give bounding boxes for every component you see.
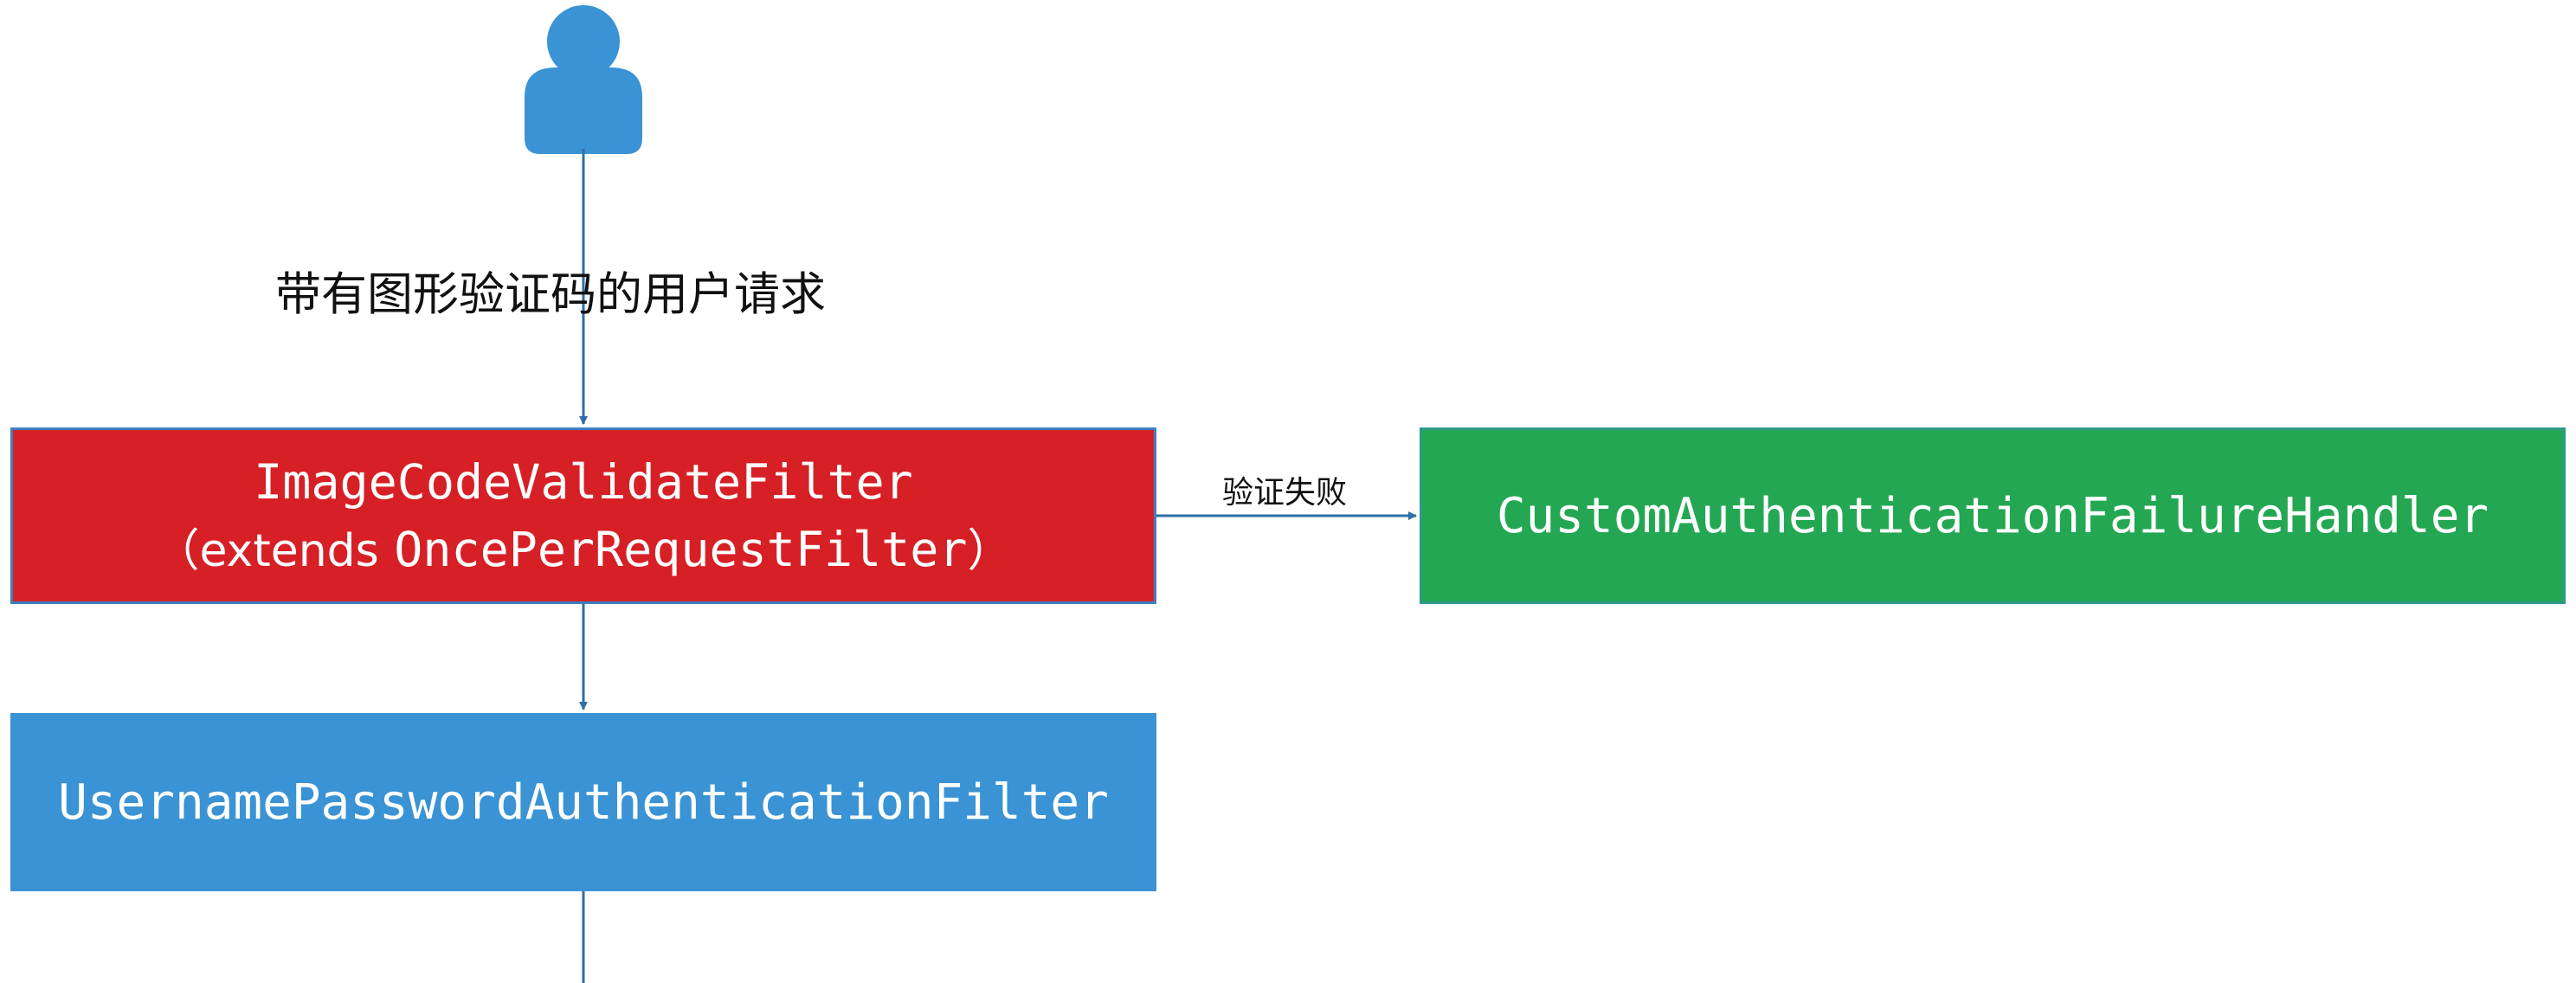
upaf-name: UsernamePasswordAuthenticationFilter bbox=[58, 774, 1109, 831]
user-icon bbox=[525, 5, 642, 154]
upaf-box bbox=[10, 713, 1156, 891]
parent-class-name: OncePerRequestFilter bbox=[394, 521, 968, 577]
filter-name: ImageCodeValidateFilter bbox=[254, 453, 913, 510]
extends-keyword: extends bbox=[199, 524, 379, 577]
request-label: 带有图形验证码的用户请求 bbox=[275, 268, 826, 321]
username-password-authentication-filter-node: UsernamePasswordAuthenticationFilter bbox=[10, 713, 1156, 891]
custom-authentication-failure-handler-node: CustomAuthenticationFailureHandler bbox=[1420, 427, 2566, 604]
image-code-filter-box bbox=[10, 427, 1156, 604]
filter-extends-line: （extends OncePerRequestFilter） bbox=[154, 516, 1012, 584]
image-code-validate-filter-node: ImageCodeValidateFilter （extends OncePer… bbox=[10, 427, 1156, 604]
failure-handler-box bbox=[1420, 427, 2566, 604]
validation-failed-label: 验证失败 bbox=[1222, 475, 1348, 511]
open-paren: （ bbox=[154, 524, 200, 577]
failure-handler-name: CustomAuthenticationFailureHandler bbox=[1496, 487, 2489, 544]
close-paren: ） bbox=[967, 524, 1013, 577]
